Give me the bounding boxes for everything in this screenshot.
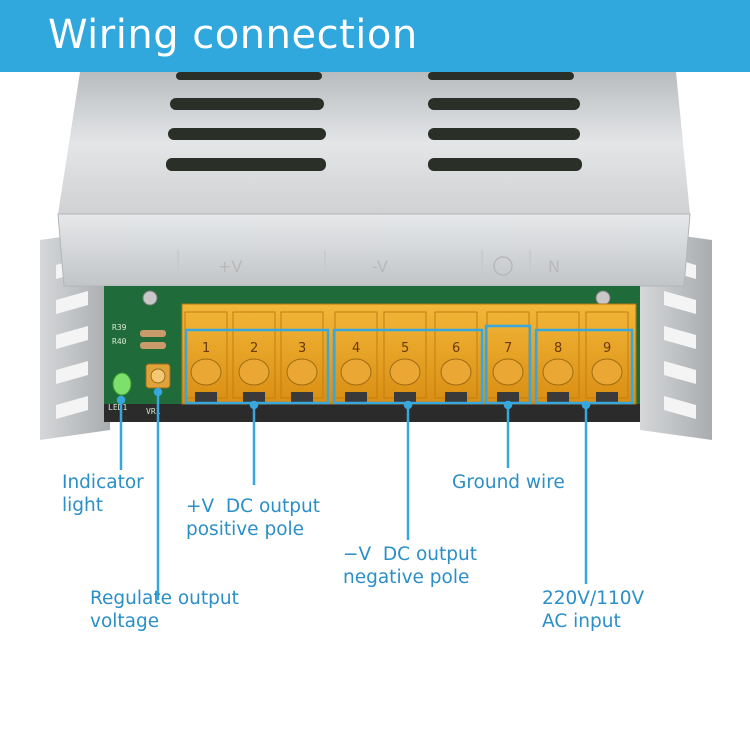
housing-front-face [57, 213, 691, 287]
terminal-number: 4 [352, 341, 360, 356]
pcb-label-r40: R40 [112, 337, 127, 346]
terminal-screw-icon [591, 358, 623, 386]
terminal-clamp [445, 392, 467, 402]
terminal-screw-icon [190, 358, 222, 386]
screw-icon [142, 290, 158, 306]
lid-marking-ac: N [548, 257, 560, 276]
terminal-clamp [243, 392, 265, 402]
potentiometer-knob-icon [150, 368, 166, 384]
label-neg-output: −V DC output negative pole [343, 544, 477, 588]
terminal-clamp [195, 392, 217, 402]
terminal-clamp [345, 392, 367, 402]
label-indicator-light: Indicator light [62, 472, 144, 516]
lid-marking-pos: +V [218, 257, 242, 276]
terminal-number: 5 [401, 341, 409, 356]
pcb-label-vr: VR1 [146, 407, 161, 416]
terminal-base [104, 404, 640, 422]
terminal-block [181, 303, 637, 405]
terminal-number: 1 [202, 341, 210, 356]
terminal-clamp [497, 392, 519, 402]
terminal-screw-icon [542, 358, 574, 386]
resistor-r40 [140, 342, 166, 349]
terminal-screw-icon [238, 358, 270, 386]
callout-lines [116, 387, 591, 600]
indicator-led [112, 372, 132, 396]
housing-top-lid [58, 72, 690, 214]
screw-icon [595, 290, 611, 306]
top-vents [166, 72, 582, 171]
terminal-screws: 1 2 3 4 5 6 7 8 9 [184, 311, 629, 402]
terminal-number: 8 [554, 341, 562, 356]
terminal-screw-icon [286, 358, 318, 386]
terminal-clamp [291, 392, 313, 402]
terminal-screw-icon [340, 358, 372, 386]
terminal-clamp [596, 392, 618, 402]
terminal-screw-icon [389, 358, 421, 386]
resistor-r39 [140, 330, 166, 337]
banner-title: Wiring connection [48, 12, 418, 58]
terminal-number: 3 [298, 341, 306, 356]
terminal-number: 2 [250, 341, 258, 356]
terminal-number: 6 [452, 341, 460, 356]
ground-symbol-icon [493, 256, 513, 276]
terminal-number: 9 [603, 341, 611, 356]
terminal-clamp [394, 392, 416, 402]
lid-marking-neg: -V [372, 257, 388, 276]
label-ac-input: 220V/110V AC input [542, 588, 645, 632]
label-regulate-voltage: Regulate output voltage [90, 588, 239, 632]
label-ground-wire: Ground wire [452, 472, 565, 493]
title-banner: Wiring connection [0, 0, 750, 72]
pcb-label-led: LED1 [108, 403, 127, 412]
terminal-screw-icon [492, 358, 524, 386]
terminal-clamp [547, 392, 569, 402]
pcb-label-r39: R39 [112, 323, 127, 332]
label-pos-output: +V DC output positive pole [186, 496, 320, 540]
terminal-number: 7 [504, 341, 512, 356]
terminal-screw-icon [440, 358, 472, 386]
